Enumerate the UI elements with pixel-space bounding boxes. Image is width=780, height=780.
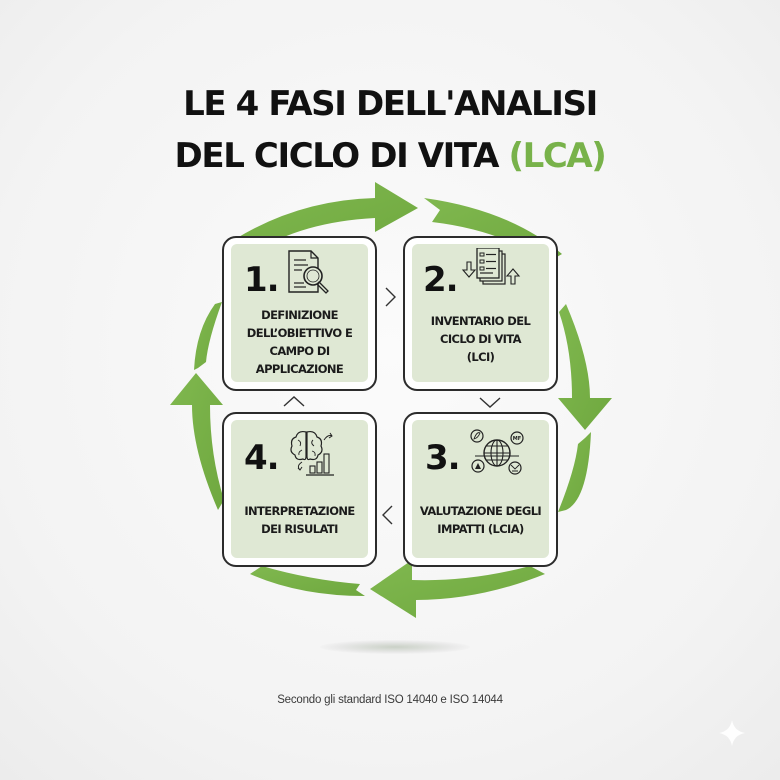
phase-label-2: INVENTARIO DEL CICLO DI VITA (LCI) [430,314,531,364]
ground-shadow [320,640,470,654]
globe-impacts-icon: MF [470,429,524,475]
title-line-2: DEL CICLO DI VITA (LCA) [0,130,780,182]
arrow-right-icon [558,304,612,512]
phase-card-2: 2. INVENTARIO DEL CICLO DI VITA (LCI) [403,236,558,391]
chevron-down-icon [479,397,501,408]
inventory-list-icon [461,248,521,285]
sparkle-icon [719,720,745,746]
phase-number-4: 4. [244,438,280,478]
svg-text:MF: MF [513,436,521,442]
phase-card-1-panel [231,244,368,382]
title-line-1: LE 4 FASI DELL'ANALISI [183,84,598,124]
document-magnifier-icon [288,250,329,294]
chevron-right-icon [385,287,396,307]
chevron-up-icon [283,396,305,407]
phase-number-2: 2. [423,260,459,300]
phase-card-3: 3. MF VALUTAZIONE DEGLI IMPATTI (LCIA) [403,412,558,567]
phase-label-4: INTERPRETAZIONE DEI RISULATI [244,504,355,536]
page-title: LE 4 FASI DELL'ANALISI DEL CICLO DI VITA… [0,78,780,182]
phase-label-3: VALUTAZIONE DEGLI IMPATTI (LCIA) [419,504,542,536]
phase-number-3: 3. [425,438,461,478]
phase-number-1: 1. [244,260,280,300]
title-accent-lca: (LCA) [508,136,606,176]
title-line-2-main: DEL CICLO DI VITA [174,136,509,176]
chevron-left-icon [382,505,393,525]
arrow-bottom-icon [250,560,545,618]
phase-label-1: DEFINIZIONE DELL’OBIETTIVO E CAMPO DI AP… [246,308,353,376]
phase-card-1: 1. DEFINIZIONE DELL’OBIETTIVO E CAMPO DI… [222,236,377,391]
phase-card-4-panel [231,420,368,558]
phase-card-3-panel [412,420,549,558]
arrow-left-icon [170,302,224,510]
brain-chart-icon [290,430,334,476]
standards-note: Secondo gli standard ISO 14040 e ISO 140… [277,694,503,706]
phase-card-4: 4. INTERPRETAZIONE DEI RISULATI [222,412,377,567]
